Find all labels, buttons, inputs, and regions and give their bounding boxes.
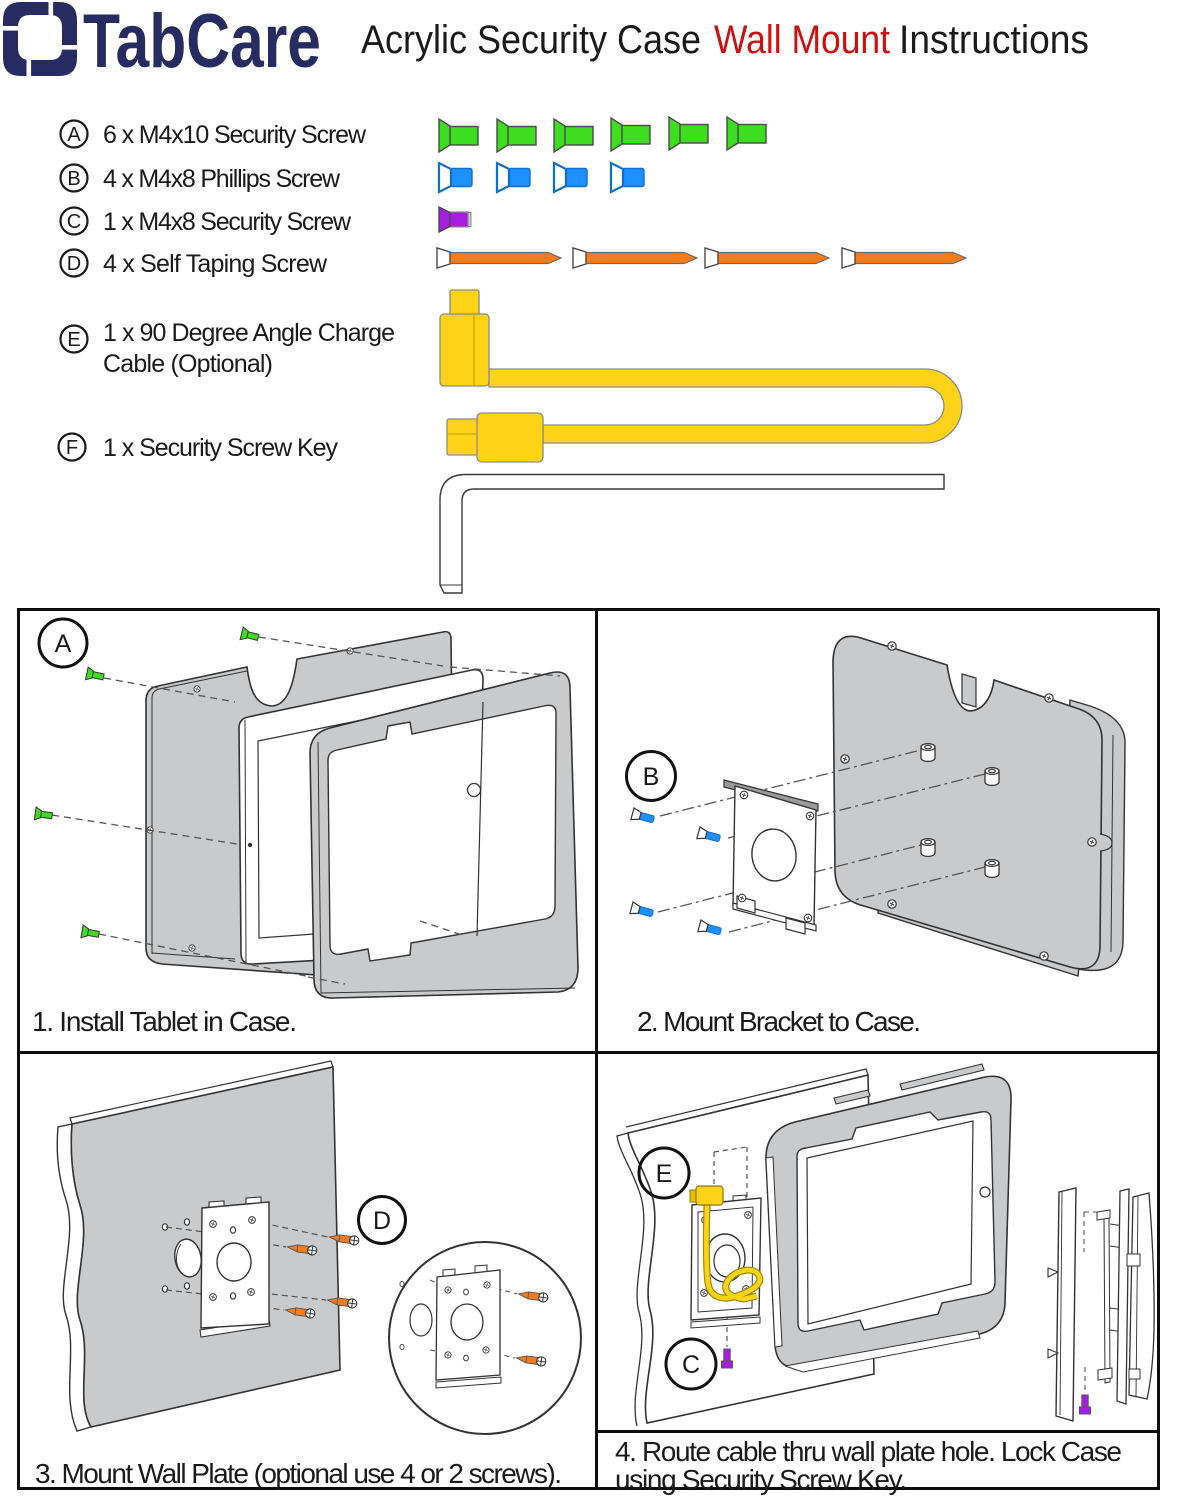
svg-text:using Security Screw Key.: using Security Screw Key. [615, 1464, 907, 1495]
svg-text:1 x M4x8 Security Screw: 1 x M4x8 Security Screw [103, 208, 352, 236]
svg-text:A: A [55, 630, 72, 658]
svg-text:4 x M4x8 Phillips Screw: 4 x M4x8 Phillips Screw [103, 165, 341, 193]
svg-text:A: A [67, 124, 81, 146]
svg-text:F: F [66, 437, 78, 459]
svg-text:Acrylic Security Case: Acrylic Security Case [361, 18, 701, 62]
svg-text:TabCare: TabCare [83, 0, 321, 84]
svg-text:1 x 90 Degree Angle Charge: 1 x 90 Degree Angle Charge [103, 319, 395, 347]
svg-text:D: D [373, 1207, 391, 1235]
svg-text:C: C [67, 211, 81, 233]
svg-text:Instructions: Instructions [899, 18, 1089, 62]
svg-text:D: D [67, 253, 81, 275]
svg-text:B: B [643, 763, 660, 791]
svg-text:E: E [656, 1160, 673, 1188]
svg-text:1 x Security Screw Key: 1 x Security Screw Key [103, 434, 339, 462]
svg-text:3. Mount Wall Plate (optional: 3. Mount Wall Plate (optional use 4 or 2… [35, 1458, 562, 1489]
svg-text:4. Route cable thru wall plate: 4. Route cable thru wall plate hole. Loc… [615, 1436, 1122, 1467]
svg-text:B: B [67, 168, 80, 190]
svg-text:C: C [682, 1351, 700, 1379]
svg-text:1. Install Tablet in Case.: 1. Install Tablet in Case. [32, 1006, 297, 1037]
svg-text:2. Mount Bracket to Case.: 2. Mount Bracket to Case. [637, 1006, 921, 1037]
svg-text:E: E [67, 329, 80, 351]
svg-text:Wall Mount: Wall Mount [714, 18, 890, 62]
svg-text:Cable (Optional): Cable (Optional) [103, 350, 273, 378]
svg-text:6 x M4x10 Security Screw: 6 x M4x10 Security Screw [103, 121, 367, 149]
svg-text:4 x Self Taping Screw: 4 x Self Taping Screw [103, 250, 328, 278]
